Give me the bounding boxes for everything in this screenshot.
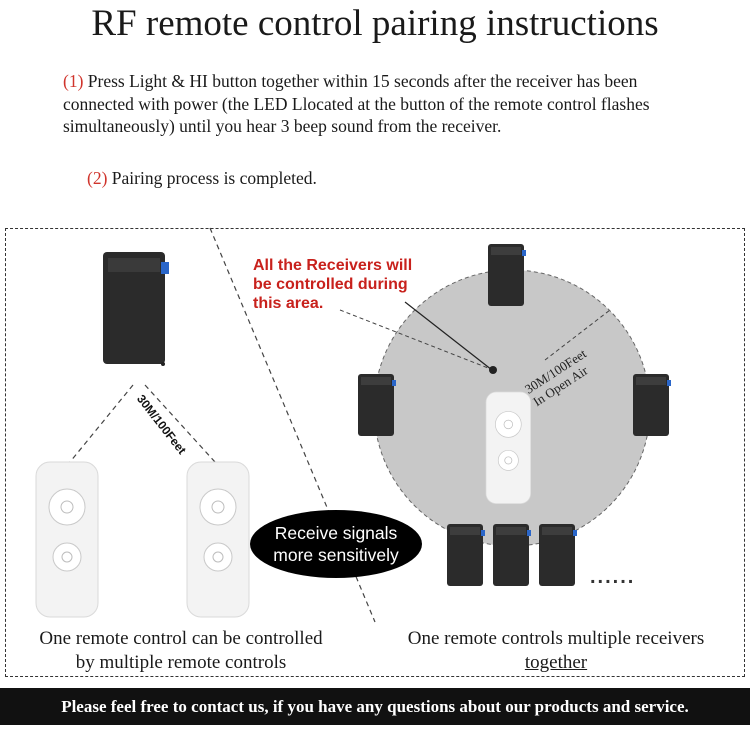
step-1-text: Press Light & HI button together within …: [63, 71, 650, 136]
more-receivers-ellipsis: ......: [590, 566, 636, 588]
contact-footer: Please feel free to contact us, if you h…: [0, 688, 750, 725]
sensitivity-bubble: Receive signals more sensitively: [250, 510, 422, 578]
step-2-text: Pairing process is completed.: [111, 168, 317, 188]
receiver-box-icon: [539, 524, 577, 586]
receiver-box-icon: [358, 374, 396, 436]
receiver-box-icon: [103, 252, 169, 366]
step-1: (1) Press Light & HI button together wit…: [63, 70, 703, 138]
remote-control-icon: [35, 461, 99, 618]
step-2-number: (2): [87, 168, 108, 188]
step-1-number: (1): [63, 71, 84, 91]
receiver-box-icon: [488, 244, 526, 306]
page-title: RF remote control pairing instructions: [91, 3, 659, 44]
caption-right: One remote controls multiple receivers t…: [407, 628, 705, 673]
receiver-box-icon: [447, 524, 485, 586]
receiver-box-icon: [493, 524, 531, 586]
area-note: All the Receivers will be controlled dur…: [253, 257, 413, 312]
remote-control-icon: [485, 391, 532, 504]
diagram-frame: [5, 228, 745, 677]
remote-control-icon: [186, 461, 250, 618]
receiver-box-icon: [633, 374, 671, 436]
signal-line-left: [69, 384, 134, 463]
step-2: (2) Pairing process is completed.: [87, 167, 317, 190]
caption-left: One remote control can be controlled by …: [39, 628, 323, 673]
